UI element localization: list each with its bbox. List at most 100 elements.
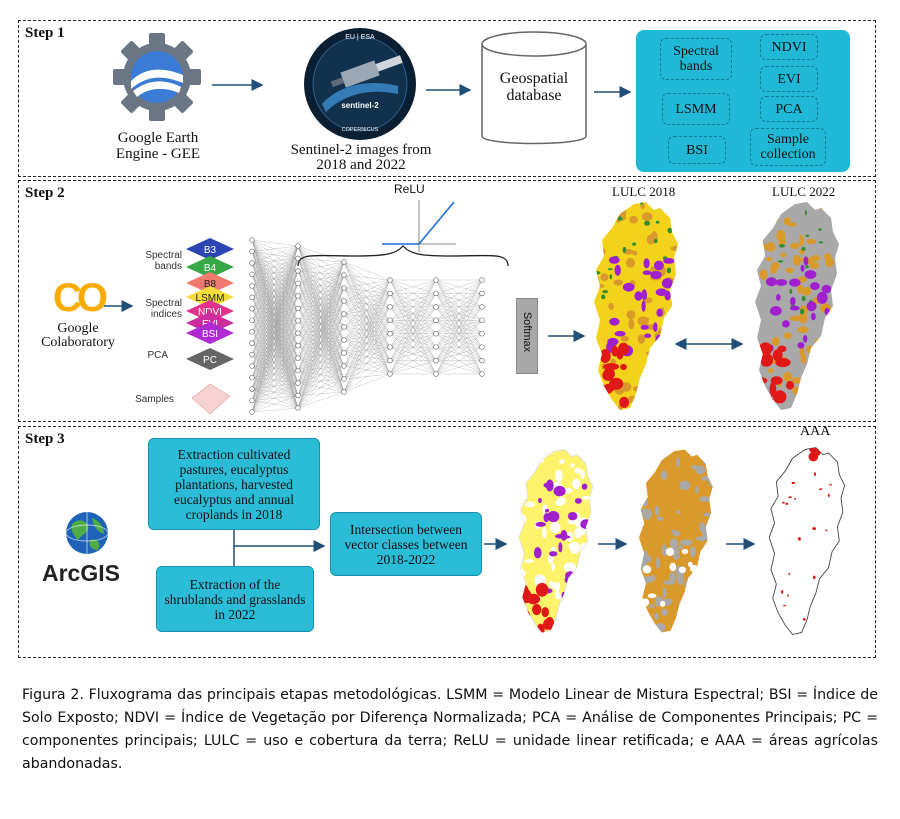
- nn-connection: [343, 352, 391, 375]
- nn-neuron: [479, 357, 485, 364]
- nn-neuron: [295, 405, 301, 411]
- nn-connection: [251, 245, 299, 332]
- layer-b4: B4: [204, 263, 217, 274]
- nn-connection: [343, 287, 391, 294]
- map-patch: [626, 310, 636, 320]
- nn-connection: [343, 360, 391, 393]
- nn-connection: [251, 258, 299, 378]
- map-patch: [634, 291, 643, 301]
- map-patch: [800, 264, 805, 272]
- nn-connection: [251, 395, 299, 413]
- map-patch: [580, 573, 586, 584]
- nn-connection: [297, 287, 345, 296]
- nn-neuron: [249, 329, 255, 335]
- nn-connection: [343, 339, 391, 348]
- map-patch: [666, 598, 673, 603]
- nn-connection: [251, 366, 299, 409]
- nn-connection: [251, 297, 299, 346]
- map-patch: [700, 624, 708, 632]
- nn-connection: [297, 352, 345, 384]
- nn-connection: [343, 261, 391, 294]
- nn-connection: [251, 283, 299, 401]
- nn-connection: [343, 320, 391, 393]
- database-label-line2: database: [506, 87, 562, 104]
- sentinel-label: Sentinel-2 images from 2018 and 2022: [256, 143, 466, 173]
- database-label: Geospatial database: [478, 70, 590, 104]
- map-patch: [812, 575, 816, 580]
- map-patch: [797, 284, 804, 294]
- nn-connection: [251, 320, 299, 334]
- map-patch: [759, 269, 768, 280]
- nn-connection: [297, 261, 345, 321]
- nn-connection: [435, 279, 483, 375]
- nn-connection: [297, 300, 345, 321]
- map-patch: [805, 234, 810, 237]
- nn-connection: [343, 287, 391, 361]
- map-patch: [569, 542, 580, 554]
- layer-samples-tile: [191, 383, 231, 415]
- nn-connection: [343, 261, 391, 307]
- map-patch: [642, 550, 649, 560]
- nn-connection: [297, 245, 345, 276]
- nn-neuron: [295, 293, 301, 299]
- nn-connection: [343, 347, 391, 367]
- nn-connection: [251, 251, 299, 371]
- map-patch: [828, 601, 831, 605]
- nn-connection: [343, 279, 391, 367]
- nn-connection: [343, 313, 391, 334]
- nn-neuron: [249, 248, 255, 255]
- nn-connection: [297, 258, 345, 315]
- nn-neuron: [295, 268, 301, 274]
- nn-connection: [343, 279, 391, 289]
- nn-connection: [251, 320, 299, 367]
- nn-connection: [251, 308, 299, 344]
- nn-connection: [297, 333, 345, 380]
- map-patch: [777, 260, 784, 263]
- nn-neuron: [387, 277, 393, 283]
- nn-connection: [251, 295, 299, 378]
- nn-connection: [297, 258, 345, 276]
- map-patch: [790, 296, 796, 306]
- map-patch: [825, 529, 828, 532]
- map-patch: [666, 267, 672, 274]
- nn-connection: [297, 283, 345, 341]
- nn-connection: [251, 239, 299, 334]
- nn-neuron: [249, 283, 255, 289]
- map-patch: [801, 295, 806, 302]
- map-patch: [673, 546, 680, 557]
- nn-neuron: [387, 357, 393, 364]
- nn-neuron: [387, 317, 393, 323]
- nn-connection: [343, 287, 391, 307]
- nn-connection: [297, 352, 345, 409]
- nn-connection: [297, 287, 345, 321]
- nn-connection: [251, 239, 299, 259]
- nn-connection: [251, 258, 299, 298]
- map-patch: [765, 242, 776, 252]
- nn-neuron: [249, 317, 255, 323]
- nn-connection: [389, 279, 437, 321]
- nn-neuron: [341, 272, 347, 278]
- nn-connection: [297, 287, 345, 309]
- map-patch: [700, 612, 710, 619]
- map-patch: [577, 628, 585, 633]
- nn-connection: [343, 333, 391, 341]
- nn-connection: [297, 300, 345, 409]
- nn-connection: [389, 279, 437, 361]
- map-patch: [695, 536, 708, 542]
- nn-connection: [251, 320, 299, 321]
- nn-connection: [251, 245, 299, 401]
- map-patch: [759, 353, 774, 367]
- nn-connection: [297, 258, 345, 302]
- aaa-label: AAA: [800, 424, 831, 439]
- nn-connection: [251, 308, 299, 378]
- map-patch: [668, 572, 677, 583]
- map-patch: [782, 501, 785, 504]
- map-patch: [669, 562, 677, 572]
- nn-connection: [297, 283, 345, 354]
- map-patch: [618, 342, 629, 356]
- nn-connection: [297, 326, 345, 359]
- nn-connection: [251, 258, 299, 275]
- map-patch: [806, 238, 817, 245]
- map-patch: [555, 499, 563, 507]
- product-lsmm: LSMM: [662, 93, 730, 125]
